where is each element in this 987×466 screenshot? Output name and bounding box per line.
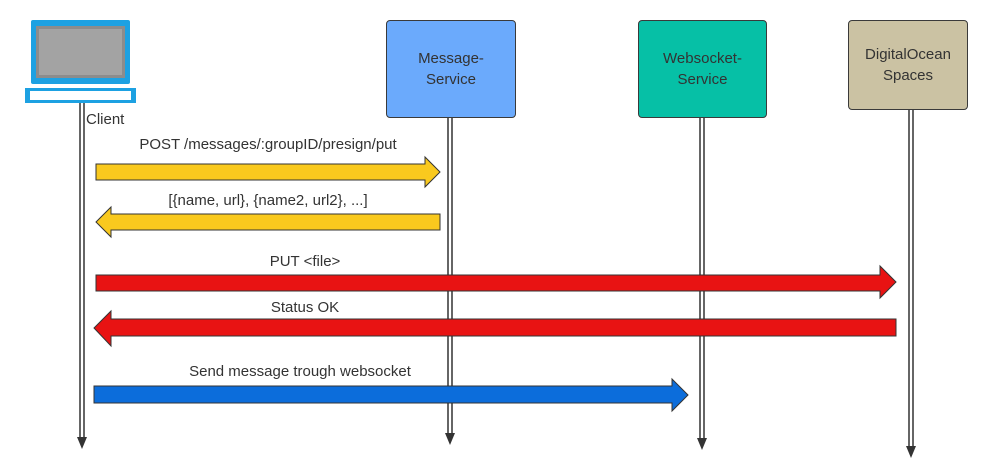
message-label-put-file: PUT <file>	[269, 253, 341, 270]
participant-message-service: Message- Service	[386, 20, 516, 118]
lifeline-client	[77, 103, 87, 449]
message-label-status-ok: Status OK	[270, 299, 340, 316]
message-arrow-presign-request	[95, 155, 441, 189]
lifeline-websocket-service-arrowhead	[697, 438, 707, 450]
participant-client-label: Client	[86, 111, 125, 128]
participant-websocket-service: Websocket- Service	[638, 20, 767, 118]
lifeline-spaces-arrowhead	[906, 446, 916, 458]
laptop-icon	[25, 20, 136, 103]
message-arrow-presign-response	[95, 205, 441, 239]
message-arrow-put-file	[95, 264, 897, 300]
message-label-send-websocket: Send message trough websocket	[189, 363, 411, 380]
message-label-presign-request: POST /messages/:groupID/presign/put	[139, 136, 397, 153]
laptop-keyboard	[30, 91, 131, 100]
message-arrow-send-websocket	[93, 377, 689, 413]
participant-spaces: DigitalOcean Spaces	[848, 20, 968, 110]
lifeline-client-arrowhead	[77, 437, 87, 449]
laptop-display-inner	[39, 29, 122, 75]
message-label-presign-response: [{name, url}, {name2, url2}, ...]	[168, 192, 368, 209]
lifeline-message-service-arrowhead	[445, 433, 455, 445]
message-arrow-status-ok	[93, 309, 897, 348]
lifeline-spaces	[906, 110, 916, 458]
